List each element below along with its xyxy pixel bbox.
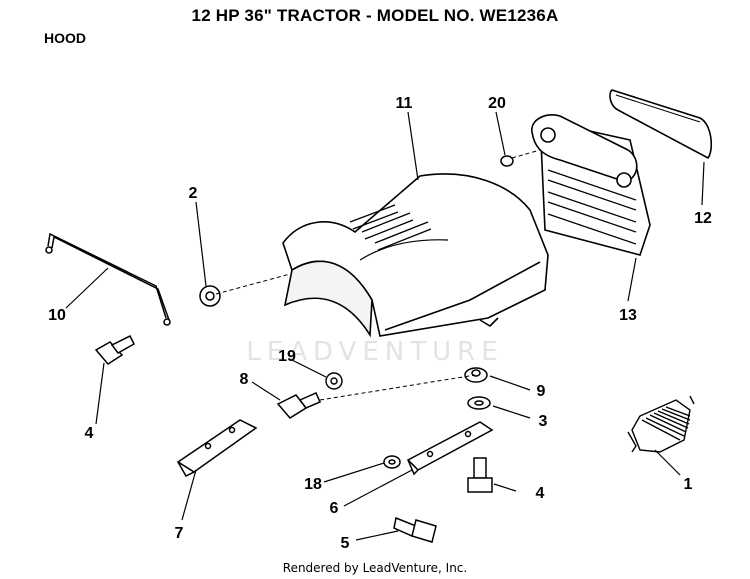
callout-4-left: 4 <box>85 425 94 442</box>
hood-vents <box>349 204 432 251</box>
callout-6: 6 <box>330 500 339 517</box>
part-4-bolt-right <box>467 457 493 493</box>
callout-13: 13 <box>619 307 637 324</box>
part-18-washer <box>383 455 401 469</box>
callout-3: 3 <box>539 413 548 430</box>
grille-louvers <box>547 169 637 245</box>
leader-lines <box>65 111 705 541</box>
callout-4-right: 4 <box>536 485 545 502</box>
part-2-nut <box>199 285 221 307</box>
part-10-rod <box>45 232 171 326</box>
callout-7: 7 <box>175 525 184 542</box>
alignment-lines <box>215 149 541 401</box>
part-20-bumper <box>500 155 514 167</box>
part-6-bracket <box>406 421 494 476</box>
part-8-bolt <box>276 392 321 419</box>
callout-18: 18 <box>304 476 322 493</box>
part-5-bolt <box>393 516 437 543</box>
part-7-bracket <box>176 419 258 477</box>
callout-2: 2 <box>189 185 198 202</box>
callout-12: 12 <box>694 210 712 227</box>
part-19-lockwasher <box>325 372 343 390</box>
part-11-hood <box>282 173 549 338</box>
watermark: LEADVENTURE <box>246 337 503 367</box>
callout-1: 1 <box>684 476 693 493</box>
callout-8: 8 <box>240 371 249 388</box>
section-label: HOOD <box>44 30 86 46</box>
part-13-grille <box>531 114 651 256</box>
callout-19: 19 <box>278 348 296 365</box>
part-3-washer <box>467 396 491 410</box>
part-12-insert <box>609 89 713 160</box>
callout-5: 5 <box>341 535 350 552</box>
diagram-title: 12 HP 36" TRACTOR - MODEL NO. WE1236A <box>191 6 559 25</box>
part-1-spring <box>627 395 695 453</box>
callout-9: 9 <box>537 383 546 400</box>
part-9-nut <box>464 367 488 383</box>
callouts: 11 20 2 12 10 13 19 8 9 3 4 1 18 4 6 7 5 <box>48 95 712 552</box>
part-4-bolt-left <box>94 334 135 365</box>
callout-20: 20 <box>488 95 506 112</box>
callout-11: 11 <box>396 95 413 112</box>
callout-10: 10 <box>48 307 66 324</box>
footer-credit: Rendered by LeadVenture, Inc. <box>282 561 468 575</box>
